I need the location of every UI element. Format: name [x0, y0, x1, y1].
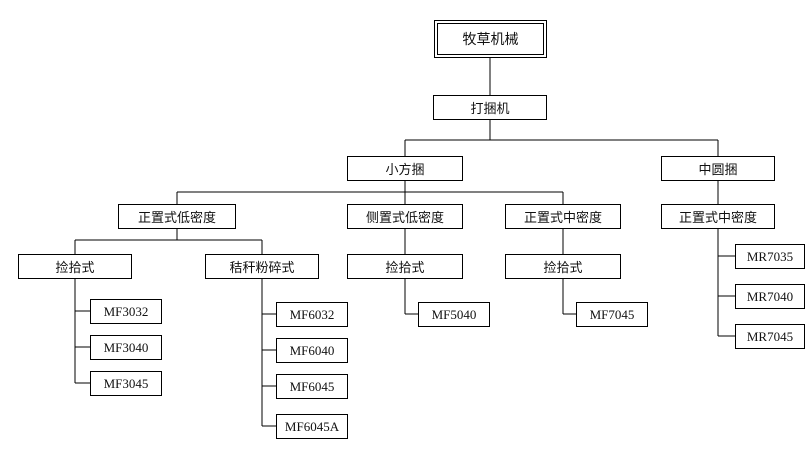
node-pickup-type-c: 捡拾式 [505, 254, 621, 279]
node-side-low-density: 侧置式低密度 [347, 204, 463, 229]
node-pickup-type-b: 捡拾式 [347, 254, 463, 279]
model-mr7035: MR7035 [735, 244, 805, 269]
model-mf6045: MF6045 [276, 374, 348, 399]
model-mf6040: MF6040 [276, 338, 348, 363]
node-straw-crushing-type: 秸秆粉碎式 [205, 254, 319, 279]
node-front-low-density: 正置式低密度 [118, 204, 236, 229]
node-front-medium-density: 正置式中密度 [505, 204, 621, 229]
model-mf6032: MF6032 [276, 302, 348, 327]
node-baler: 打捆机 [433, 95, 547, 120]
model-mr7045: MR7045 [735, 324, 805, 349]
model-mf5040: MF5040 [418, 302, 490, 327]
node-round-front-medium-density: 正置式中密度 [661, 204, 775, 229]
model-mf3032: MF3032 [90, 299, 162, 324]
model-mf3040: MF3040 [90, 335, 162, 360]
model-mf6045a: MF6045A [276, 414, 348, 439]
root-node-forage-machinery: 牧草机械 [434, 20, 547, 58]
model-mr7040: MR7040 [735, 284, 805, 309]
node-pickup-type-a: 捡拾式 [18, 254, 132, 279]
model-mf7045: MF7045 [576, 302, 648, 327]
node-medium-round-bale: 中圆捆 [661, 156, 775, 181]
model-mf3045: MF3045 [90, 371, 162, 396]
node-small-square-bale: 小方捆 [347, 156, 463, 181]
